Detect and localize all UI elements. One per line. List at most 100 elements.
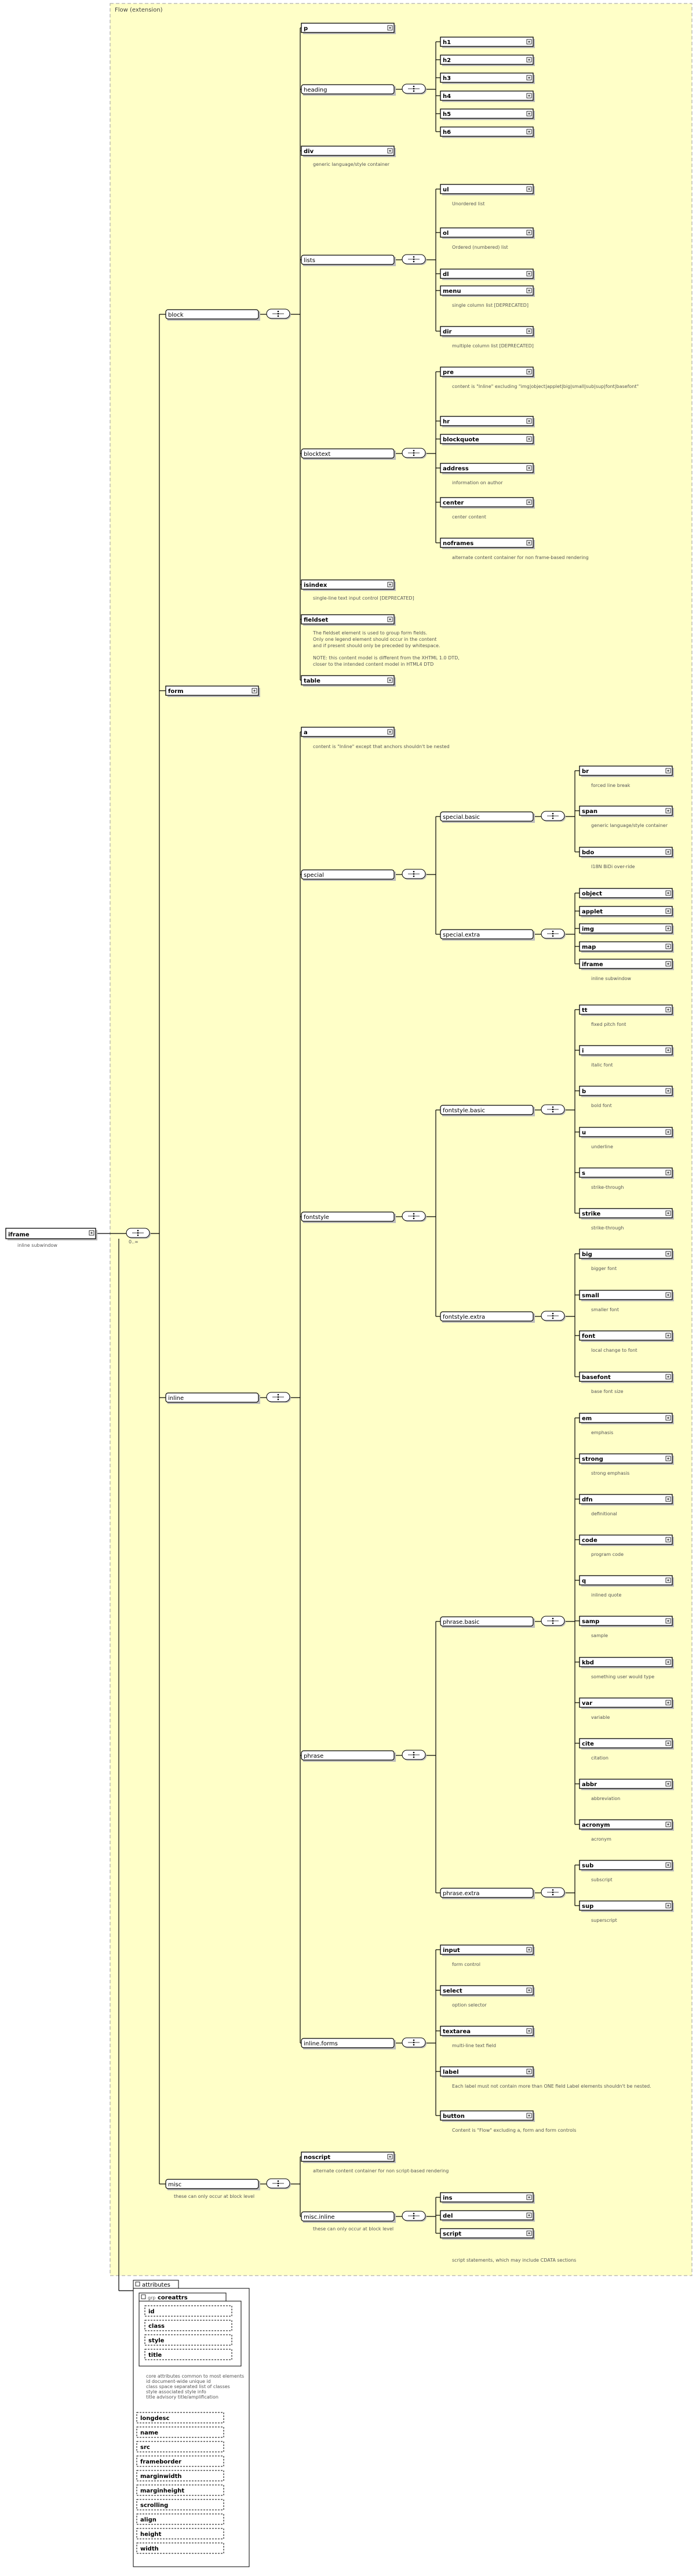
element-font[interactable]: font xyxy=(579,1330,674,1342)
attribute-frameborder[interactable] xyxy=(136,2455,224,2467)
element-center[interactable]: center xyxy=(440,497,535,509)
element-noscript[interactable]: noscript xyxy=(301,2151,396,2163)
element-blockquote[interactable]: blockquote xyxy=(440,434,535,445)
element-input[interactable]: input xyxy=(440,1944,535,1956)
element-h6[interactable]: h6 xyxy=(440,126,535,138)
group-inline-forms[interactable]: inline.forms xyxy=(301,2038,396,2049)
element-strike[interactable]: strike xyxy=(579,1208,674,1220)
element-var[interactable]: var xyxy=(579,1697,674,1709)
group-misc[interactable]: misc xyxy=(165,2179,260,2190)
element-tt[interactable]: tt xyxy=(579,1004,674,1016)
element-u[interactable]: u xyxy=(579,1127,674,1138)
element-h4[interactable]: h4 xyxy=(440,90,535,102)
attribute-scrolling[interactable] xyxy=(136,2499,224,2510)
group-special-basic[interactable]: special.basic xyxy=(440,811,535,823)
element-samp[interactable]: samp xyxy=(579,1616,674,1627)
group-label: lists xyxy=(304,257,315,264)
group-block[interactable]: block xyxy=(165,309,260,321)
element-object[interactable]: object xyxy=(579,888,674,899)
element-h2[interactable]: h2 xyxy=(440,55,535,66)
element-h1[interactable]: h1 xyxy=(440,37,535,48)
element-i[interactable]: i xyxy=(579,1045,674,1057)
element-sub[interactable]: sub xyxy=(579,1860,674,1871)
element-bdo[interactable]: bdo xyxy=(579,847,674,858)
element-noframes[interactable]: noframes xyxy=(440,538,535,549)
element-ins[interactable]: ins xyxy=(440,2192,535,2204)
group-heading[interactable]: heading xyxy=(301,84,396,96)
element-map[interactable]: map xyxy=(579,941,674,953)
element-acronym[interactable]: acronym xyxy=(579,1819,674,1831)
element-iframe[interactable]: iframe xyxy=(5,1228,97,1240)
element-del[interactable]: del xyxy=(440,2210,535,2222)
group-label: inline.forms xyxy=(304,2041,338,2047)
group-lists[interactable]: lists xyxy=(301,255,396,266)
element-isindex[interactable]: isindex xyxy=(301,579,396,591)
element-menu[interactable]: menu xyxy=(440,285,535,297)
element-form[interactable]: form xyxy=(165,685,260,697)
group-inline[interactable]: inline xyxy=(165,1392,260,1404)
element-br[interactable]: br xyxy=(579,765,674,777)
attribute-name[interactable] xyxy=(136,2426,224,2438)
attribute-align[interactable] xyxy=(136,2513,224,2525)
element-strong[interactable]: strong xyxy=(579,1453,674,1465)
element-span[interactable]: span xyxy=(579,806,674,817)
element-div[interactable]: div xyxy=(301,146,396,157)
attribute-height[interactable] xyxy=(136,2528,224,2539)
element-textarea[interactable]: textarea xyxy=(440,2026,535,2037)
element-kbd[interactable]: kbd xyxy=(579,1657,674,1668)
element-q[interactable]: q xyxy=(579,1575,674,1587)
group-special[interactable]: special xyxy=(301,869,396,881)
element-img[interactable]: img xyxy=(579,923,674,935)
attribute-marginwidth[interactable] xyxy=(136,2470,224,2481)
element-basefont[interactable]: basefont xyxy=(579,1372,674,1383)
element-ul[interactable]: ul xyxy=(440,184,535,195)
element-p[interactable]: p xyxy=(301,23,396,34)
group-misc-inline[interactable]: misc.inline xyxy=(301,2211,396,2223)
annotation: information on author xyxy=(452,480,503,485)
element-address[interactable]: address xyxy=(440,463,535,474)
core-attribute-id[interactable] xyxy=(144,2305,232,2317)
group-special-extra[interactable]: special.extra xyxy=(440,929,535,941)
element-script[interactable]: script xyxy=(440,2228,535,2240)
attribute-longdesc[interactable] xyxy=(136,2412,224,2423)
element-cite[interactable]: cite xyxy=(579,1738,674,1750)
element-dl[interactable]: dl xyxy=(440,269,535,280)
element-dir[interactable]: dir xyxy=(440,326,535,338)
element-button[interactable]: button xyxy=(440,2110,535,2122)
group-fontstyle-extra[interactable]: fontstyle.extra xyxy=(440,1311,535,1323)
element-select[interactable]: select xyxy=(440,1985,535,1997)
element-applet[interactable]: applet xyxy=(579,906,674,917)
group-fontstyle-basic[interactable]: fontstyle.basic xyxy=(440,1105,535,1116)
group-fontstyle[interactable]: fontstyle xyxy=(301,1211,396,1223)
element-h3[interactable]: h3 xyxy=(440,72,535,84)
attribute-marginheight[interactable] xyxy=(136,2484,224,2496)
element-fieldset[interactable]: fieldset xyxy=(301,614,396,626)
element-abbr[interactable]: abbr xyxy=(579,1779,674,1790)
element-code[interactable]: code xyxy=(579,1534,674,1546)
element-ol[interactable]: ol xyxy=(440,227,535,239)
element-h5[interactable]: h5 xyxy=(440,108,535,120)
element-sup[interactable]: sup xyxy=(579,1900,674,1912)
core-attribute-title[interactable] xyxy=(144,2349,232,2360)
element-s[interactable]: s xyxy=(579,1167,674,1179)
attribute-width[interactable] xyxy=(136,2542,224,2554)
group-blocktext[interactable]: blocktext xyxy=(301,448,396,460)
core-attribute-class[interactable] xyxy=(144,2320,232,2331)
core-attribute-style[interactable] xyxy=(144,2334,232,2346)
element-a[interactable]: a xyxy=(301,727,396,738)
element-big[interactable]: big xyxy=(579,1249,674,1260)
element-iframe[interactable]: iframe xyxy=(579,959,674,970)
group-phrase-extra[interactable]: phrase.extra xyxy=(440,1888,535,1899)
group-phrase[interactable]: phrase xyxy=(301,1750,396,1762)
element-small[interactable]: small xyxy=(579,1290,674,1301)
element-label: kbd xyxy=(582,1660,594,1666)
group-phrase-basic[interactable]: phrase.basic xyxy=(440,1616,535,1628)
element-pre[interactable]: pre xyxy=(440,367,535,378)
element-em[interactable]: em xyxy=(579,1413,674,1424)
attribute-src[interactable] xyxy=(136,2441,224,2452)
element-dfn[interactable]: dfn xyxy=(579,1494,674,1505)
element-label[interactable]: label xyxy=(440,2066,535,2078)
element-table[interactable]: table xyxy=(301,675,396,687)
element-hr[interactable]: hr xyxy=(440,416,535,427)
element-b[interactable]: b xyxy=(579,1086,674,1097)
